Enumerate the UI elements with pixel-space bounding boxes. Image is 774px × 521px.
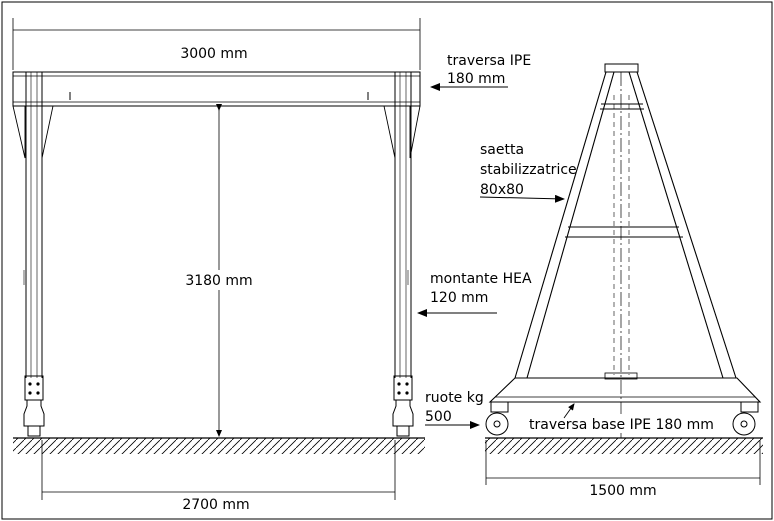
top-beam bbox=[12, 71, 421, 107]
label-width-bottom: 2700 mm bbox=[182, 497, 249, 513]
base-beam-leader-arrow bbox=[563, 403, 575, 419]
side-top-cap bbox=[604, 63, 639, 73]
side-a-frame-legs bbox=[514, 71, 737, 379]
dimension-top-width bbox=[12, 18, 421, 70]
label-upright-line2: 120 mm bbox=[430, 290, 488, 306]
label-height: 3180 mm bbox=[185, 273, 252, 289]
label-brace-line1: saetta bbox=[480, 142, 524, 158]
dimension-bottom-width bbox=[41, 440, 396, 500]
dimension-base-width bbox=[485, 440, 761, 485]
label-brace-line2: stabilizzatrice bbox=[480, 162, 577, 178]
ground-hatch-side bbox=[485, 437, 763, 454]
side-cross-member-top bbox=[600, 103, 644, 110]
label-beam-line2: 180 mm bbox=[447, 71, 505, 87]
base-beam-label-bg bbox=[526, 414, 718, 433]
label-base-beam: traversa base IPE 180 mm bbox=[529, 417, 714, 433]
left-upright bbox=[23, 72, 43, 378]
side-cross-member-middle bbox=[565, 226, 683, 238]
label-brace-line3: 80x80 bbox=[480, 182, 524, 198]
height-label-bg bbox=[184, 270, 254, 290]
brace-leader-arrow bbox=[479, 194, 565, 203]
side-base-beam bbox=[488, 372, 762, 403]
label-wheels-line2: 500 bbox=[425, 409, 452, 425]
left-corner-bracket bbox=[12, 105, 54, 159]
label-wheels-line1: ruote kg bbox=[425, 390, 484, 406]
left-wheel-assembly bbox=[23, 375, 45, 437]
label-width-top: 3000 mm bbox=[180, 46, 247, 62]
label-beam-line1: traversa IPE bbox=[447, 53, 531, 69]
right-wheel-assembly bbox=[392, 375, 414, 437]
label-upright-line1: montante HEA bbox=[430, 271, 532, 287]
right-corner-bracket bbox=[383, 105, 421, 159]
side-left-wheel bbox=[485, 402, 509, 436]
right-upright bbox=[394, 72, 412, 378]
ground-hatch-front bbox=[13, 437, 425, 454]
label-base-width: 1500 mm bbox=[589, 483, 656, 499]
side-right-wheel bbox=[732, 402, 759, 436]
